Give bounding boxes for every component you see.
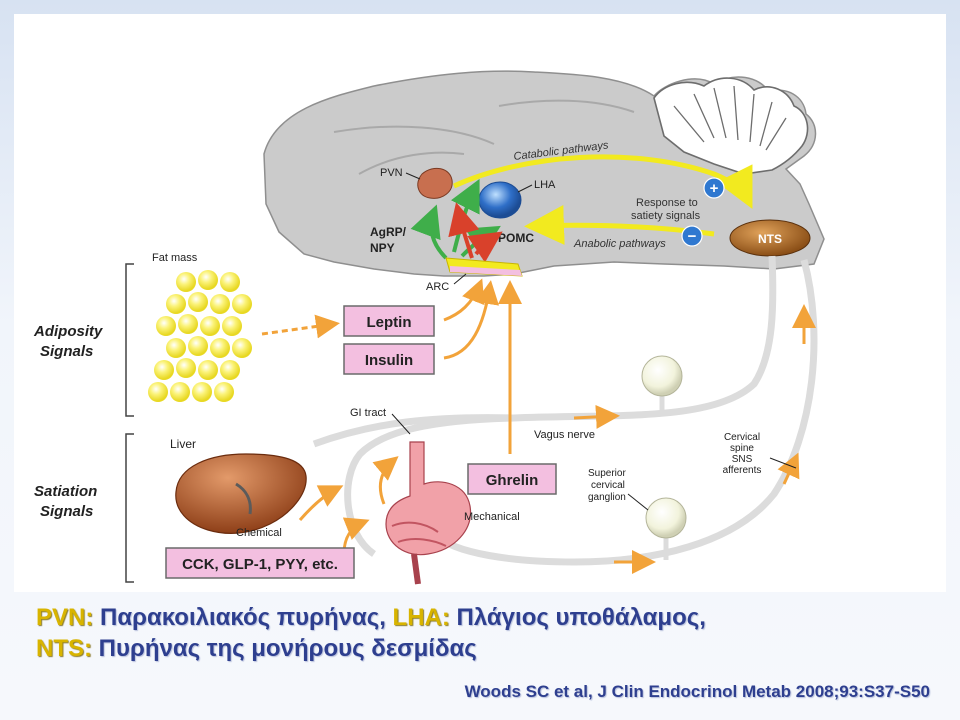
anabolic-label: Anabolic pathways (573, 238, 666, 250)
response-label-line2: satiety signals (631, 210, 701, 222)
vagus-nerve-path (344, 255, 777, 557)
superior-ganglion-label-line3: ganglion (588, 492, 626, 503)
brain-fold (498, 99, 635, 113)
cervical-label-line4: afferents (723, 465, 762, 476)
pvn-pointer (405, 172, 421, 180)
ghrelin-label: Ghrelin (486, 472, 539, 489)
ascending-arrow (372, 456, 399, 505)
gi-nerve-path (312, 414, 515, 448)
minus-sign: − (688, 228, 697, 245)
cervical-label: Cervical (724, 432, 760, 443)
insulin-box (343, 343, 435, 375)
arc-pointer (453, 273, 467, 285)
adiposity-label-line2: Signals (40, 343, 93, 360)
catabolic-pathway-arrow (452, 154, 753, 209)
pomc-label: POMC (498, 231, 534, 245)
gi-tract-label: GI tract (350, 407, 386, 419)
brain-fold (333, 125, 495, 145)
figure-panel: Catabolic pathways Anabolic pathways Res… (14, 14, 946, 592)
superior-ganglion-label-line2: cervical (591, 480, 625, 491)
minus-icon (681, 225, 703, 247)
sns-nerve-path (431, 259, 818, 566)
satiation-bracket (125, 433, 134, 583)
caption-text-lha: Πλάγιος υποθάλαμος, (449, 604, 706, 631)
arc-nucleus-pink (450, 266, 522, 276)
cervical-label-line2: spine (730, 443, 754, 454)
cerebellum (653, 77, 809, 175)
brain-fold (358, 151, 465, 175)
liver-label: Liver (170, 437, 196, 451)
lha-nucleus (478, 181, 522, 219)
leptin-label: Leptin (367, 314, 412, 331)
superior-ganglion-label: Superior (588, 468, 626, 479)
nts-label: NTS (758, 232, 782, 246)
ascending-arrow (573, 404, 620, 429)
plus-icon (703, 177, 725, 199)
green-arrow (410, 204, 448, 260)
arc-label: ARC (426, 281, 449, 293)
npy-label: NPY (370, 241, 395, 255)
caption-line-1: PVN: Παρακοιλιακός πυρήνας, LHA: Πλάγιος… (36, 602, 936, 633)
agrp-label: AgRP/ (370, 225, 407, 239)
caption: PVN: Παρακοιλιακός πυρήνας, LHA: Πλάγιος… (36, 602, 936, 664)
satiation-label-line2: Signals (40, 503, 93, 520)
red-arrow (467, 231, 503, 263)
fat-mass-cluster (148, 270, 252, 402)
abbr-nts: NTS: (36, 635, 92, 662)
nts-nucleus (729, 219, 811, 257)
lha-label: LHA (534, 179, 556, 191)
abbr-lha: LHA: (392, 604, 450, 631)
nodose-ganglion (641, 355, 683, 397)
superior-ganglion-pointer (627, 493, 649, 511)
diagram-svg: Catabolic pathways Anabolic pathways Res… (33, 70, 825, 585)
ghrelin-box (467, 463, 557, 495)
cervical-label-line3: SNS (732, 454, 753, 465)
superior-cervical-ganglion (645, 497, 687, 539)
leptin-to-brain-arrow (443, 278, 485, 322)
cck-label: CCK, GLP-1, PYY, etc. (182, 556, 338, 573)
fat-mass-label: Fat mass (152, 252, 198, 264)
liver-detail (235, 482, 252, 515)
pvn-nucleus (417, 167, 453, 199)
lha-pointer (517, 184, 533, 193)
mechanical-label: Mechanical (464, 511, 520, 523)
pvn-label: PVN (380, 167, 403, 179)
caption-line-2: NTS: Πυρήνας της μονήρους δεσμίδας (36, 633, 936, 664)
liver-organ (175, 453, 307, 534)
plus-sign: + (710, 180, 719, 197)
satiation-label: Satiation (34, 483, 97, 500)
adiposity-label: Adiposity (33, 323, 103, 340)
cck-box (165, 547, 355, 579)
chemical-label: Chemical (236, 527, 282, 539)
liver-to-nerve-arrow (298, 485, 344, 521)
ascending-arrow (777, 452, 800, 485)
caption-text-pvn: Παρακοιλιακός πυρήνας, (93, 604, 393, 631)
gi-tract-pointer (391, 413, 411, 435)
stomach (385, 441, 472, 585)
vagus-nerve-label: Vagus nerve (534, 429, 595, 441)
leptin-box (343, 305, 435, 337)
fat-to-leptin-arrow (261, 314, 340, 339)
citation: Woods SC et al, J Clin Endocrinol Metab … (464, 682, 930, 701)
response-label: Response to (636, 197, 698, 209)
adiposity-bracket (125, 263, 134, 417)
cervical-pointer (769, 457, 797, 469)
insulin-to-brain-arrow (443, 280, 500, 360)
insulin-label: Insulin (365, 352, 413, 369)
abbr-pvn: PVN: (36, 604, 94, 631)
caption-text-nts: Πυρήνας της μονήρους δεσμίδας (92, 635, 477, 662)
